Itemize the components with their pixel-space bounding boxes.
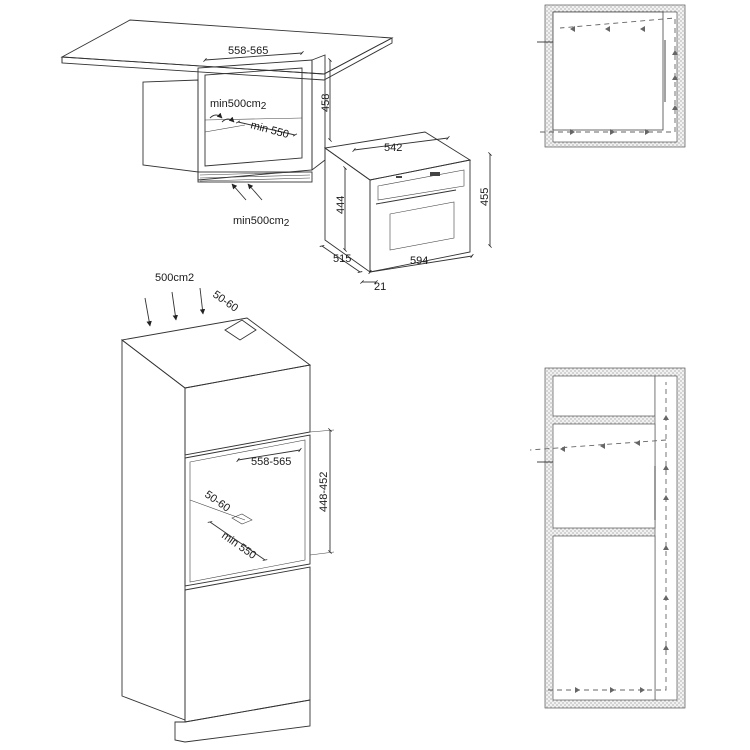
top-gap-label: 50-60 <box>210 289 240 315</box>
top-vent-arrow-2 <box>171 291 178 321</box>
oven-niche <box>184 434 311 587</box>
plinth <box>174 699 311 743</box>
lower-door <box>184 566 311 723</box>
top-width-label: 558-565 <box>228 45 268 57</box>
niche-width-label: 558-565 <box>251 456 291 468</box>
tall-cabinet-top <box>120 317 312 389</box>
tall-airflow-section <box>529 367 686 709</box>
tall-cabinet-figure: 500cm2 50-60 558-565 448-452 50-60 min 5… <box>120 272 335 743</box>
inner-vent-label: min500cm2 <box>210 98 267 112</box>
display <box>430 172 440 176</box>
tall-airflow-up <box>548 382 667 691</box>
depth-dimension <box>319 245 363 273</box>
top-vent-label: 500cm2 <box>155 272 194 284</box>
bottom-vent-arrow-2 <box>247 183 263 201</box>
width-top-label: 542 <box>384 142 402 154</box>
niche-height-label: 448-452 <box>318 472 330 512</box>
appliance-figure: 542 444 455 515 594 21 <box>319 131 492 293</box>
bottom-vent-label: min500cm2 <box>233 215 290 229</box>
tall-airflow-out <box>529 439 667 451</box>
niche-width-dimension <box>236 447 302 463</box>
oven-window <box>389 201 455 251</box>
oven-niche-inner <box>189 439 306 583</box>
appliance-front <box>369 159 471 273</box>
control-panel <box>377 169 465 201</box>
height-left-label: 444 <box>335 196 347 214</box>
height-label: 458 <box>320 94 332 112</box>
front-width-label: 594 <box>410 255 428 267</box>
door-thickness-label: 21 <box>374 281 386 293</box>
bottom-vent-arrow-1 <box>231 183 247 201</box>
niche-depth-dimension <box>207 521 268 561</box>
inner-vent-arrow-2 <box>221 116 235 123</box>
tall-cabinet-side <box>121 339 186 721</box>
niche-depth-label: min 550 <box>219 530 258 562</box>
upper-compartment <box>552 375 656 417</box>
door-handle <box>375 189 457 205</box>
cabinet-left-side <box>142 79 199 173</box>
control-knob <box>396 176 402 178</box>
top-vent-opening <box>224 319 257 341</box>
inner-vent-arrow-1 <box>209 112 223 119</box>
oven-section <box>552 423 656 529</box>
depth-label: 515 <box>333 253 351 265</box>
top-vent-arrow-3 <box>199 287 206 315</box>
width-top-dimension <box>352 135 450 153</box>
top-vent-arrow-1 <box>144 297 152 327</box>
height-right-label: 455 <box>479 188 491 206</box>
front-width-dimension <box>368 253 474 275</box>
rear-gap-label: 50-60 <box>202 489 232 515</box>
lower-compartment <box>552 535 656 701</box>
plinth-vent <box>197 171 313 183</box>
top-width-dimension <box>203 51 304 62</box>
upper-door <box>184 364 311 456</box>
undercounter-airflow-section <box>537 4 686 148</box>
niche-inner <box>204 67 303 167</box>
depth-dimension <box>235 120 298 137</box>
depth-label: min 550 <box>249 119 290 141</box>
